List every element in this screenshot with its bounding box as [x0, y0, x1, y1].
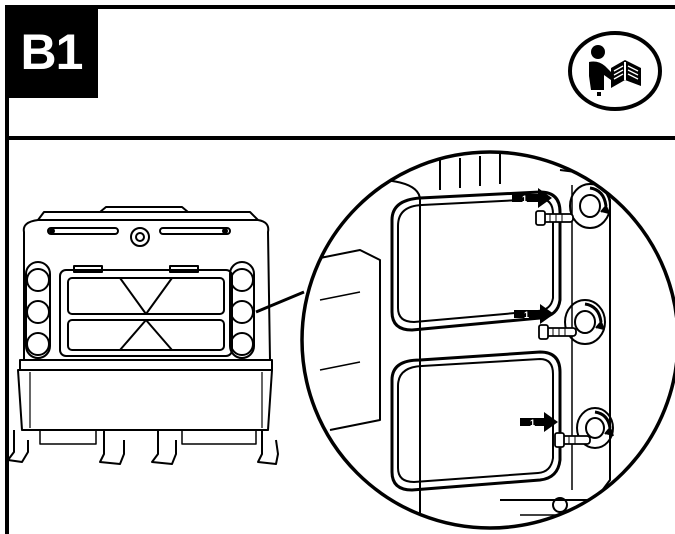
step-arrow-top-label: 1	[522, 194, 527, 204]
device-front-view	[7, 206, 279, 465]
step-arrow-top: 1	[512, 188, 552, 208]
fastener-bottom	[576, 407, 614, 449]
read-manual-icon	[568, 31, 662, 111]
step-arrow-middle-label: 1	[524, 310, 529, 320]
screw-middle	[538, 324, 577, 340]
magnifier-circle	[300, 150, 675, 530]
leader-line	[255, 290, 305, 314]
illustration-frame	[5, 136, 675, 534]
fastener-middle	[564, 299, 606, 345]
assembly-illustration: 1 1 1	[7, 150, 675, 530]
step-badge: B1	[5, 5, 98, 98]
screw-bottom	[554, 432, 591, 448]
fastener-top	[569, 183, 611, 229]
screw-top	[535, 210, 574, 226]
step-arrow-bottom: 1	[520, 412, 558, 432]
step-arrow-bottom-label: 1	[530, 418, 535, 428]
step-arrow-middle: 1	[514, 304, 554, 324]
